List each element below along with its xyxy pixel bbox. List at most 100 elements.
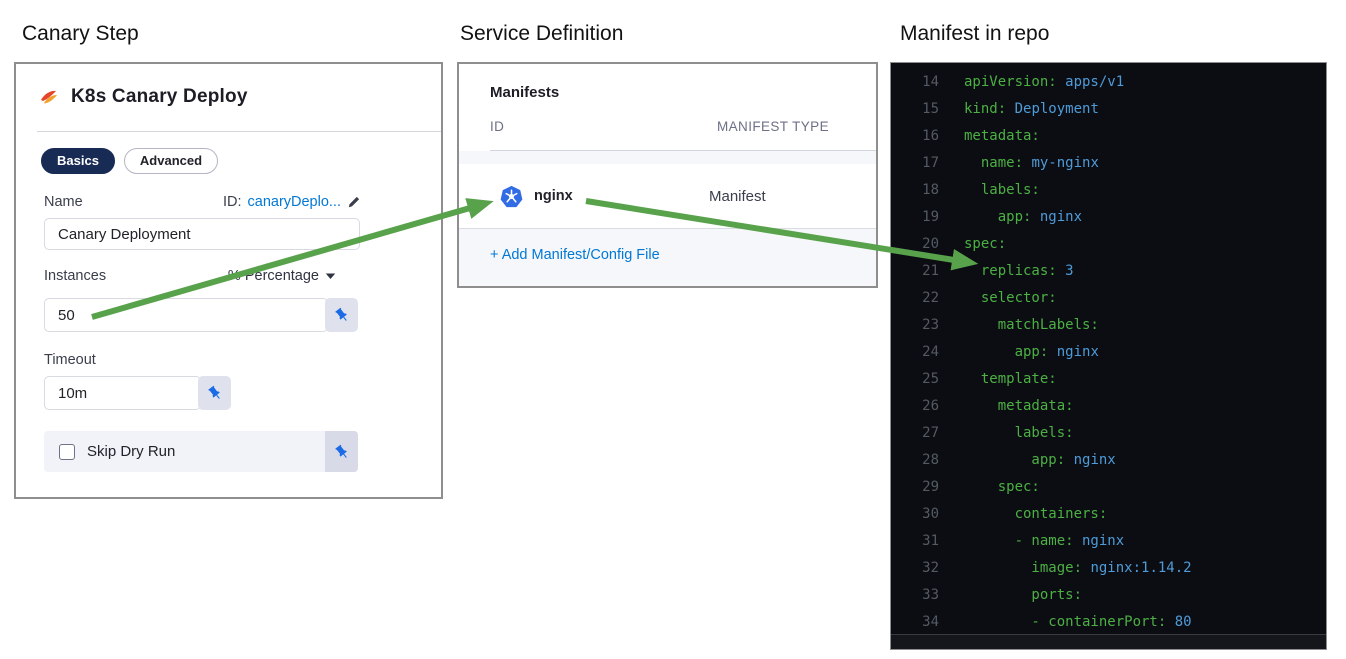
manifest-table-header: ID MANIFEST TYPE xyxy=(490,119,856,134)
code-text: app: nginx xyxy=(964,204,1082,231)
yaml-value-token: 3 xyxy=(1056,263,1074,279)
code-text: apiVersion: apps/v1 xyxy=(964,69,1124,96)
yaml-key-token: selector: xyxy=(964,290,1057,306)
yaml-key-token: labels: xyxy=(964,182,1040,198)
line-number: 26 xyxy=(922,398,939,414)
add-manifest-link[interactable]: + Add Manifest/Config File xyxy=(490,247,660,263)
yaml-value-token: 80 xyxy=(1166,614,1192,630)
kubernetes-icon xyxy=(500,185,523,207)
timeout-pin-button[interactable] xyxy=(198,376,231,410)
code-text: name: my-nginx xyxy=(964,150,1099,177)
line-number: 31 xyxy=(922,533,939,549)
id-value-link[interactable]: canaryDeplo... xyxy=(247,194,342,210)
skip-dry-run-checkbox[interactable] xyxy=(59,443,75,460)
code-line: 33 ports: xyxy=(891,582,1326,609)
pin-icon xyxy=(207,385,220,399)
column-title-manifest-in-repo: Manifest in repo xyxy=(900,22,1050,45)
code-text: app: nginx xyxy=(964,447,1116,474)
code-line: 18 labels: xyxy=(891,177,1326,204)
name-label-row: Name ID: canaryDeplo... xyxy=(44,194,361,210)
editor-footer-strip xyxy=(891,634,1326,649)
yaml-key-token: replicas: xyxy=(964,263,1057,279)
line-number: 32 xyxy=(922,560,939,576)
code-text: kind: Deployment xyxy=(964,96,1099,123)
line-number: 21 xyxy=(922,263,939,279)
table-header-divider xyxy=(490,150,876,151)
yaml-value-token: nginx xyxy=(1065,452,1116,468)
instances-label-row: Instances % Percentage xyxy=(44,268,336,284)
yaml-key-token: metadata: xyxy=(964,128,1040,144)
code-text: metadata: xyxy=(964,393,1074,420)
yaml-value-token: nginx xyxy=(1073,533,1125,549)
name-field: Canary Deployment xyxy=(44,218,360,250)
skip-dry-run-pin-button[interactable] xyxy=(325,431,358,472)
yaml-key-token: app: xyxy=(964,452,1066,468)
code-text: labels: xyxy=(964,177,1040,204)
line-number: 34 xyxy=(922,614,939,630)
code-line: 28 app: nginx xyxy=(891,447,1326,474)
column-header-manifest-type: MANIFEST TYPE xyxy=(717,119,829,134)
canary-bird-icon xyxy=(41,90,57,104)
line-number: 30 xyxy=(922,506,939,522)
header-divider xyxy=(37,131,441,132)
code-line: 30 containers: xyxy=(891,501,1326,528)
code-text: - containerPort: 80 xyxy=(964,609,1192,636)
code-line: 21 replicas: 3 xyxy=(891,258,1326,285)
step-id: ID: canaryDeplo... xyxy=(223,194,361,210)
yaml-value-token: nginx xyxy=(1031,209,1083,225)
code-text: selector: xyxy=(964,285,1057,312)
unit-selector[interactable]: % Percentage xyxy=(228,268,336,284)
line-number: 15 xyxy=(922,101,939,117)
yaml-key-token: spec: xyxy=(964,236,1007,252)
timeout-input[interactable]: 10m xyxy=(44,376,201,410)
timeout-label: Timeout xyxy=(44,352,96,368)
code-line: 31 - name: nginx xyxy=(891,528,1326,555)
skip-dry-run-row: Skip Dry Run xyxy=(44,431,358,472)
tab-basics[interactable]: Basics xyxy=(41,148,115,174)
line-number: 23 xyxy=(922,317,939,333)
name-input[interactable]: Canary Deployment xyxy=(44,218,360,250)
code-text: ports: xyxy=(964,582,1082,609)
code-line: 27 labels: xyxy=(891,420,1326,447)
line-number: 17 xyxy=(922,155,939,171)
code-line: 20 spec: xyxy=(891,231,1326,258)
yaml-key-token: apiVersion: xyxy=(964,74,1057,90)
code-line: 25 template: xyxy=(891,366,1326,393)
manifests-heading: Manifests xyxy=(490,84,560,101)
column-title-service-definition: Service Definition xyxy=(460,22,624,45)
column-header-id: ID xyxy=(490,119,505,134)
tab-advanced[interactable]: Advanced xyxy=(123,148,219,174)
yaml-key-token: matchLabels: xyxy=(964,317,1099,333)
pin-icon xyxy=(334,307,347,321)
line-number: 24 xyxy=(922,344,939,360)
code-text: labels: xyxy=(964,420,1074,447)
step-header: K8s Canary Deploy xyxy=(39,86,248,108)
code-line: 32 image: nginx:1.14.2 xyxy=(891,555,1326,582)
line-number: 28 xyxy=(922,452,939,468)
instances-label: Instances xyxy=(44,268,107,284)
manifest-row-nginx[interactable]: nginx Manifest xyxy=(459,164,876,229)
code-line: 23 matchLabels: xyxy=(891,312,1326,339)
edit-pencil-icon[interactable] xyxy=(347,195,361,209)
instances-input[interactable]: 50 xyxy=(44,298,328,332)
yaml-key-token: ports: xyxy=(964,587,1083,603)
code-line: 26 metadata: xyxy=(891,393,1326,420)
code-text: - name: nginx xyxy=(964,528,1125,555)
instances-pin-button[interactable] xyxy=(325,298,358,332)
code-text: matchLabels: xyxy=(964,312,1099,339)
yaml-key-token: kind: xyxy=(964,101,1007,117)
yaml-key-token: app: xyxy=(964,209,1032,225)
unit-selector-value: % Percentage xyxy=(227,268,319,284)
canary-step-panel: K8s Canary Deploy Basics Advanced Name I… xyxy=(14,62,443,499)
line-number: 33 xyxy=(922,587,939,603)
line-number: 20 xyxy=(922,236,939,252)
column-title-canary-step: Canary Step xyxy=(22,22,139,45)
manifest-type: Manifest xyxy=(709,187,766,205)
code-line: 22 selector: xyxy=(891,285,1326,312)
name-label: Name xyxy=(44,194,83,210)
chevron-down-icon xyxy=(325,273,336,279)
step-tabs: Basics Advanced xyxy=(41,148,219,174)
